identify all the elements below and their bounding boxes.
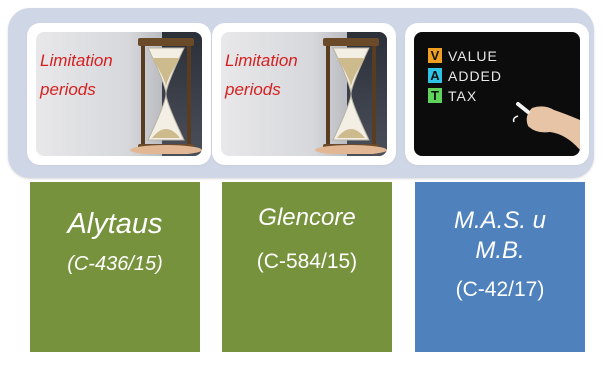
vat-thumbnail: V VALUE A ADDED T TAX — [408, 26, 586, 162]
vat-letter-t: T — [428, 88, 442, 103]
vat-row-tax: T TAX — [428, 86, 502, 105]
value-added-tax-blackboard-image: V VALUE A ADDED T TAX — [414, 32, 580, 156]
vat-word-tax: TAX — [448, 87, 478, 104]
vat-acronym: V VALUE A ADDED T TAX — [428, 46, 502, 106]
case-name-line-1: M.A.S. u — [453, 207, 547, 234]
case-number: (C-42/17) — [455, 278, 545, 301]
case-card-glencore: Glencore (C-584/15) — [222, 182, 392, 352]
vat-letter-a: A — [428, 68, 442, 83]
caption-line-1: Limitation — [225, 51, 298, 70]
caption-line-2: periods — [40, 80, 96, 99]
caption-line-1: Limitation — [40, 51, 113, 70]
limitation-caption: Limitation periods — [40, 46, 113, 104]
vat-row-value: V VALUE — [428, 46, 502, 65]
case-card-mas-mb: M.A.S. u M.B. (C-42/17) — [415, 182, 585, 352]
case-name-line-2: M.B. — [475, 237, 525, 264]
vat-word-value: VALUE — [448, 47, 498, 64]
limitation-caption: Limitation periods — [225, 46, 298, 104]
case-name: Glencore — [258, 204, 356, 231]
limitation-periods-thumbnail: Limitation periods — [30, 26, 208, 162]
case-card-alytaus: Alytaus (C-436/15) — [30, 182, 200, 352]
hourglass-icon — [315, 38, 387, 154]
hourglass-icon — [130, 38, 202, 154]
vat-word-added: ADDED — [448, 67, 503, 84]
caption-line-2: periods — [225, 80, 281, 99]
vat-letter-v: V — [428, 48, 442, 63]
case-number: (C-584/15) — [256, 250, 358, 273]
case-number: (C-436/15) — [67, 253, 163, 275]
hand-with-chalk-icon — [512, 102, 580, 150]
limitation-periods-thumbnail: Limitation periods — [215, 26, 393, 162]
hourglass-limitation-periods-image: Limitation periods — [36, 32, 202, 156]
case-name: Alytaus — [67, 208, 163, 240]
vat-row-added: A ADDED — [428, 66, 502, 85]
hourglass-limitation-periods-image: Limitation periods — [221, 32, 387, 156]
